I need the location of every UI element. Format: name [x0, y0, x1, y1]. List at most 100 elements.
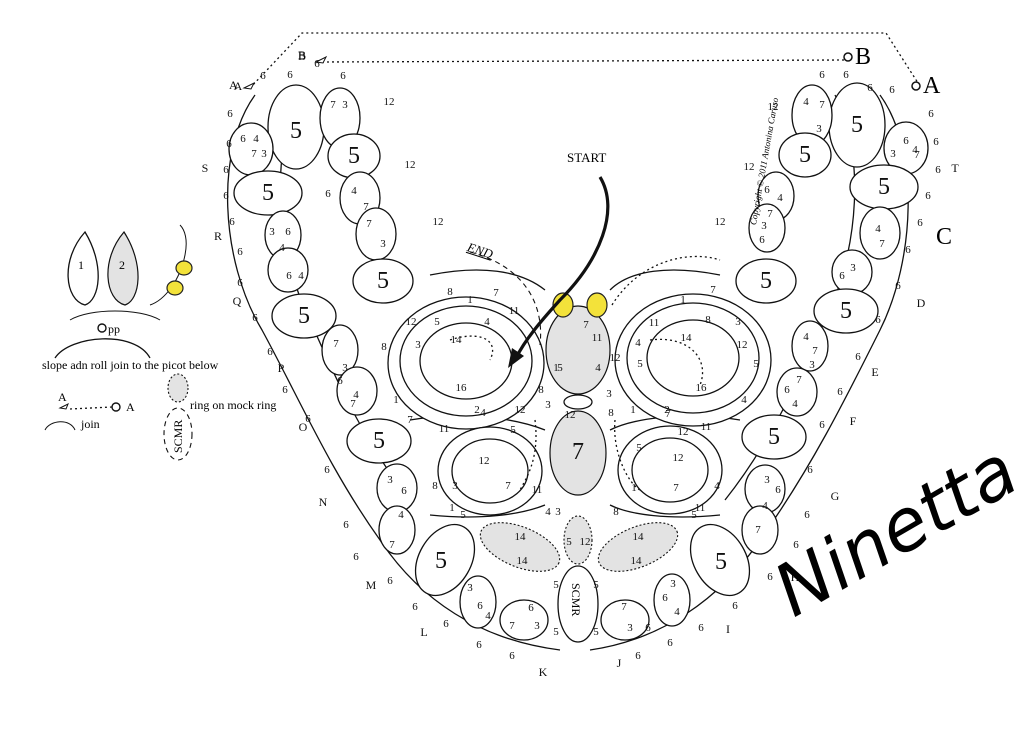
oval-stitch-count: 4: [484, 316, 490, 328]
oval-stitch-count: 7: [673, 482, 679, 494]
oval-stitch-count: 11: [695, 502, 706, 514]
stitch-count: 6: [324, 464, 330, 476]
oval-stitch-count: 3: [452, 480, 458, 492]
picot-letter: H: [791, 570, 800, 584]
left-wing: [226, 84, 561, 651]
stitch-count: 6: [229, 216, 235, 228]
ring: [859, 206, 901, 260]
stitch-count: 6: [819, 419, 825, 431]
oval-stitch-count: 3: [555, 506, 561, 518]
ring-stitch-count: 3: [816, 123, 822, 135]
stitch-count: 6: [667, 637, 673, 649]
oval-stitch-count: 5: [557, 362, 563, 374]
inner-oval-right: [646, 319, 740, 397]
oval-stitch-count: 12: [673, 452, 684, 464]
pp-join-icon: [54, 338, 151, 359]
oval-stitch-count: 11: [532, 484, 543, 496]
picot-letter: L: [420, 625, 427, 639]
oval-stitch-count: 1: [393, 394, 399, 406]
ring-stitch-count: 6: [662, 592, 668, 604]
mock-ring-right: [597, 522, 679, 572]
big-ring-number: 5: [878, 174, 890, 200]
ring-stitch-count: 3: [850, 262, 856, 274]
bead: [552, 292, 574, 318]
oval-stitch-count: 5: [637, 358, 643, 370]
oval-stitch-count: 14: [681, 332, 693, 344]
ring-stitch-count: 7: [819, 99, 825, 111]
ring-stitch-count: 3: [342, 99, 348, 111]
ring-stitch-count: 3: [761, 220, 767, 232]
stitch-count: 6: [412, 601, 418, 613]
ring-stitch-count: 4: [912, 144, 918, 156]
picot-letter: M: [366, 578, 377, 592]
oval-stitch-count: 3: [735, 316, 741, 328]
ring-stitch-count: 6: [477, 600, 483, 612]
ring-big: [778, 132, 832, 178]
oval-stitch-count: 16: [696, 382, 708, 394]
big-ring-number: 5: [760, 268, 772, 294]
ring-stitch-count: 4: [351, 185, 357, 197]
ring-stitch-count: 3: [670, 578, 676, 590]
lower-inner-left: [451, 438, 529, 504]
ring-big: [271, 293, 337, 339]
mock-ring-left: [479, 522, 561, 572]
legend-pp: pp: [108, 322, 120, 336]
connector-a-left: A: [229, 78, 238, 92]
stitch-count: 6: [698, 622, 704, 634]
ring-stitch-count: 4: [485, 610, 491, 622]
legend-slope-text: slope adn roll join to the picot below: [42, 358, 219, 372]
big-ring-number: 5: [851, 112, 863, 138]
ring-stitch-count: 6: [645, 622, 651, 634]
stitch-count: 6: [767, 571, 773, 583]
stitch-count: 6: [314, 58, 320, 70]
ring: [791, 320, 829, 372]
ring: [600, 599, 650, 641]
oval-stitch-count: 5: [566, 536, 572, 548]
stitch-count: 2: [664, 404, 670, 416]
ring: [378, 505, 416, 555]
lower-inner-right: [631, 437, 709, 503]
ring-stitch-count: 3: [261, 148, 267, 160]
oval-stitch-count: 7: [665, 408, 671, 420]
oval-stitch-count: 7: [505, 480, 511, 492]
stitch-count: 6: [793, 539, 799, 551]
oval-stitch-count: 11: [439, 423, 450, 435]
oval-stitch-count: 14: [451, 334, 463, 346]
big-ring-number: 5: [377, 268, 389, 294]
ring-stitch-count: 3: [380, 238, 386, 250]
ring-stitch-count: 7: [914, 149, 920, 161]
big-ring-number: 5: [715, 549, 727, 575]
stitch-count: 6: [837, 386, 843, 398]
oval-stitch-count: 11: [509, 305, 520, 317]
big-ring-number: 5: [298, 303, 310, 329]
connection-lines: [242, 32, 921, 91]
scmr-stitch-count: 5: [593, 579, 599, 591]
stitch-count: 12: [744, 161, 755, 173]
connector-b-right: B: [855, 44, 872, 70]
ring-stitch-count: 6: [325, 188, 331, 200]
center-joint: [563, 394, 593, 410]
bead-icon: [166, 280, 184, 296]
bead: [586, 292, 608, 318]
stitch-count: 12: [715, 216, 726, 228]
ring-stitch-count: 7: [755, 524, 761, 536]
oval-stitch-count: 3: [606, 388, 612, 400]
oval-stitch-count: 1: [630, 404, 636, 416]
oval-stitch-count: 11: [649, 317, 660, 329]
ring-stitch-count: 3: [627, 622, 633, 634]
stitch-count: 12: [768, 101, 779, 113]
ring: [321, 324, 359, 376]
ring-big: [346, 418, 412, 464]
mock-stitch-count: 14: [515, 531, 527, 543]
oval-stitch-count: 1: [680, 294, 686, 306]
stitch-count: 6: [282, 384, 288, 396]
oval-stitch-count: 11: [592, 332, 603, 344]
picot-letter: K: [539, 665, 548, 679]
stitch-count: 5: [691, 509, 697, 521]
stitch-count: 6: [443, 618, 449, 630]
ring-stitch-count: 4: [674, 606, 680, 618]
ring-big: [414, 523, 476, 597]
picot-letter: S: [202, 161, 209, 175]
scmr-stitch-count: 5: [553, 579, 559, 591]
